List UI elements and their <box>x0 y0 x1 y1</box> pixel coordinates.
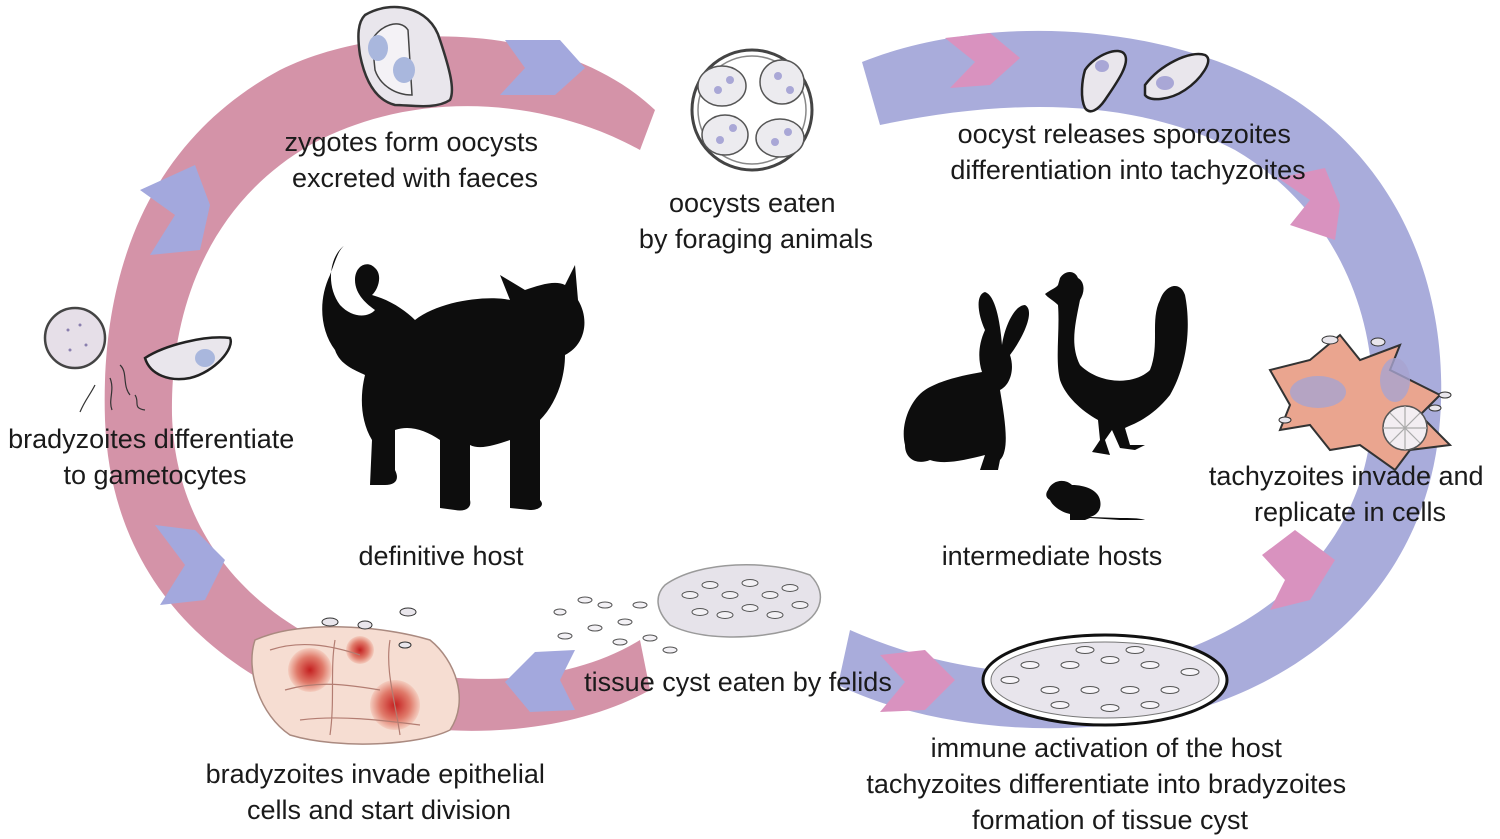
unsporulated-oocyst-icon <box>357 5 454 108</box>
label-tachyzoites-invade: tachyzoites invade and replicate in cell… <box>1209 461 1491 527</box>
label-definitive-host: definitive host <box>358 541 524 571</box>
label-intermediate-hosts: intermediate hosts <box>942 541 1163 571</box>
sporulated-oocyst-icon <box>690 48 814 172</box>
label-tissue-cyst-eaten: tissue cyst eaten by felids <box>584 667 892 697</box>
cycle-arrow-pink <box>945 33 1020 88</box>
label-bradyzoites-invade-epithelial: bradyzoites invade epithelial cells and … <box>206 759 553 825</box>
cycle-arrow-blue <box>500 40 585 95</box>
label-oocysts-eaten: oocysts eaten by foraging animals <box>639 188 873 254</box>
rabbit-silhouette-icon <box>903 292 1030 470</box>
label-oocyst-releases-sporozoites: oocyst releases sporozoites differentiat… <box>950 119 1305 185</box>
definitive-host-cycle-ring <box>104 36 656 731</box>
chicken-silhouette-icon <box>1045 272 1188 455</box>
label-zygotes-form-oocysts: zygotes form oocysts excreted with faece… <box>284 127 545 193</box>
cat-silhouette-icon <box>322 245 585 511</box>
label-immune-activation: immune activation of the host tachyzoite… <box>866 733 1353 835</box>
mouse-silhouette-icon <box>1046 480 1145 520</box>
cycle-arrow-pink <box>880 650 955 712</box>
label-bradyzoites-differentiate: bradyzoites differentiate to gametocytes <box>8 424 302 490</box>
sporozoite-icon <box>1080 49 1210 113</box>
intestinal-epithelium-icon <box>251 607 460 745</box>
cycle-arrow-pink <box>1262 530 1335 610</box>
gametocyte-icon <box>43 306 232 413</box>
cycle-arrow-blue <box>155 525 225 605</box>
infected-host-cell-icon <box>1268 333 1453 472</box>
tissue-cyst-icon <box>981 633 1229 727</box>
tissue-cyst-released-icon <box>553 564 821 654</box>
cycle-arrow-blue <box>505 650 575 712</box>
cycle-arrow-blue <box>140 165 210 255</box>
cycle-arrow-pink <box>1278 168 1340 240</box>
